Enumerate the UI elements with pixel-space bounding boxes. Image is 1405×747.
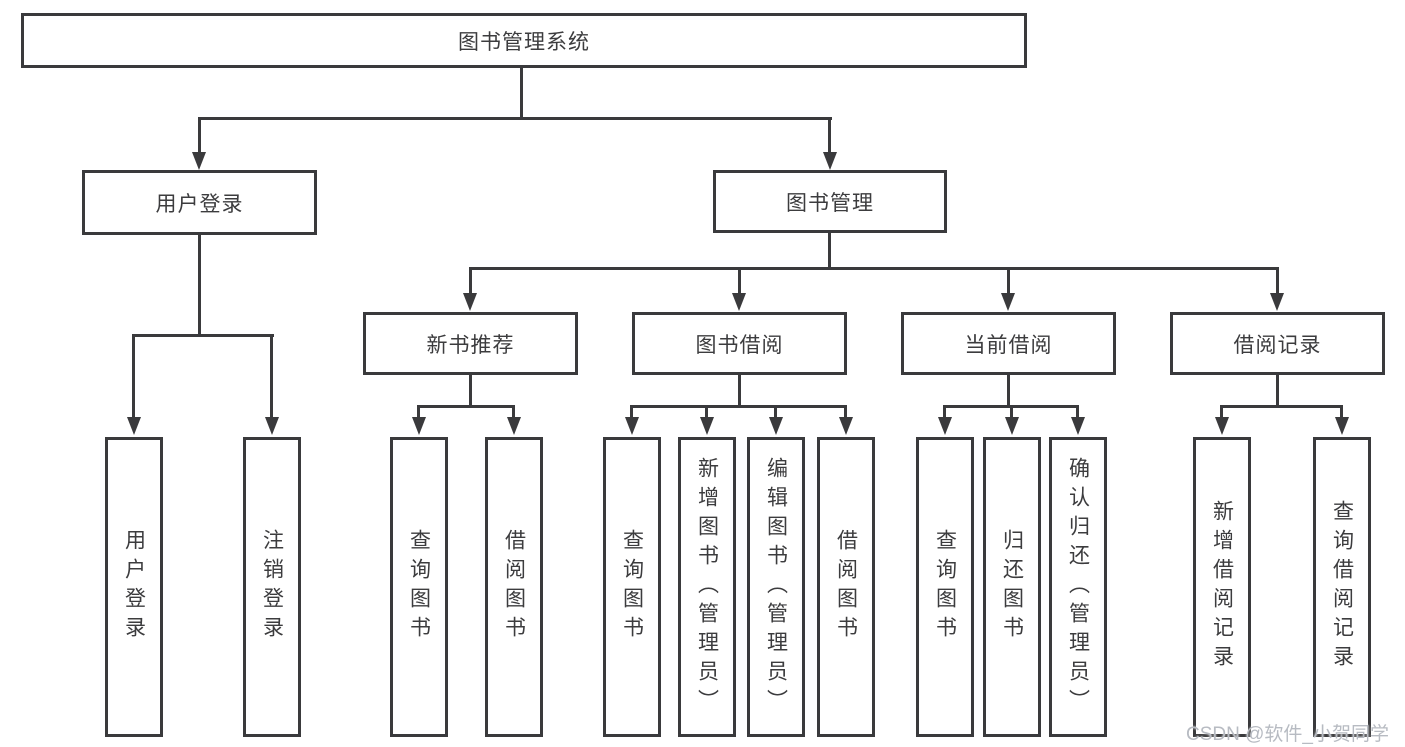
leaf-edit-books-admin: 编辑图书（管理员）: [747, 437, 805, 737]
connector-line: [417, 407, 420, 420]
connector-line: [198, 117, 832, 120]
node-label: 查询图书: [407, 529, 431, 645]
arrowhead-down-icon: [1001, 293, 1015, 311]
arrowhead-down-icon: [732, 293, 746, 311]
connector-line: [738, 373, 741, 407]
connector-line: [844, 407, 847, 420]
node-user-login: 用户登录: [82, 170, 317, 235]
arrowhead-down-icon: [839, 417, 853, 435]
connector-line: [1220, 407, 1223, 420]
leaf-borrow-books: 借阅图书: [817, 437, 875, 737]
node-label: 新书推荐: [426, 333, 515, 357]
node-label: 图书借阅: [695, 333, 784, 357]
leaf-add-borrow-record: 新增借阅记录: [1193, 437, 1251, 737]
node-label: 确认归还（管理员）: [1066, 456, 1090, 718]
arrowhead-down-icon: [127, 417, 141, 435]
arrowhead-down-icon: [700, 417, 714, 435]
leaf-return-books: 归还图书: [983, 437, 1041, 737]
arrowhead-down-icon: [265, 417, 279, 435]
leaf-query-books: 查询图书: [916, 437, 974, 737]
connector-line: [943, 407, 946, 420]
connector-line: [828, 231, 831, 270]
connector-line: [132, 336, 135, 420]
node-label: 借阅图书: [502, 529, 526, 645]
leaf-query-borrow-record: 查询借阅记录: [1313, 437, 1371, 737]
arrowhead-down-icon: [1270, 293, 1284, 311]
connector-line: [1340, 407, 1343, 420]
connector-line: [705, 407, 708, 420]
arrowhead-down-icon: [507, 417, 521, 435]
leaf-user-login: 用户登录: [105, 437, 163, 737]
connector-line: [943, 405, 1079, 408]
arrowhead-down-icon: [412, 417, 426, 435]
connector-line: [132, 334, 274, 337]
node-label: 归还图书: [1000, 529, 1024, 645]
connector-line: [520, 67, 523, 119]
node-new-book-recommend: 新书推荐: [363, 312, 578, 375]
arrowhead-down-icon: [823, 152, 837, 170]
node-label: 用户登录: [155, 192, 244, 216]
node-book-borrowing: 图书借阅: [632, 312, 847, 375]
connector-line: [1276, 373, 1279, 407]
leaf-query-books: 查询图书: [390, 437, 448, 737]
node-label: 新增借阅记录: [1210, 500, 1234, 674]
node-label: 当前借阅: [964, 333, 1053, 357]
node-book-management: 图书管理: [713, 170, 947, 233]
node-label: 查询图书: [620, 529, 644, 645]
connector-line: [198, 119, 201, 155]
node-library-management-system: 图书管理系统: [21, 13, 1027, 68]
node-label: 查询借阅记录: [1330, 500, 1354, 674]
connector-line: [1007, 269, 1010, 296]
node-label: 借阅图书: [834, 529, 858, 645]
arrowhead-down-icon: [1005, 417, 1019, 435]
connector-line: [1010, 407, 1013, 420]
node-label: 注销登录: [260, 529, 284, 645]
leaf-logout: 注销登录: [243, 437, 301, 737]
node-label: 用户登录: [122, 529, 146, 645]
connector-line: [828, 119, 831, 155]
node-label: 借阅记录: [1233, 333, 1322, 357]
arrowhead-down-icon: [1335, 417, 1349, 435]
leaf-borrow-books: 借阅图书: [485, 437, 543, 737]
connector-line: [469, 373, 472, 407]
connector-line: [270, 336, 273, 420]
node-label: 图书管理: [786, 191, 874, 215]
connector-line: [512, 407, 515, 420]
connector-line: [1220, 405, 1343, 408]
arrowhead-down-icon: [1071, 417, 1085, 435]
arrowhead-down-icon: [463, 293, 477, 311]
arrowhead-down-icon: [192, 152, 206, 170]
connector-line: [1276, 269, 1279, 296]
connector-line: [774, 407, 777, 420]
node-current-borrowing: 当前借阅: [901, 312, 1116, 375]
arrowhead-down-icon: [938, 417, 952, 435]
connector-line: [630, 407, 633, 420]
node-label: 图书管理系统: [458, 30, 590, 54]
leaf-confirm-return-admin: 确认归还（管理员）: [1049, 437, 1107, 737]
connector-line: [630, 405, 847, 408]
connector-line: [469, 269, 472, 296]
arrowhead-down-icon: [625, 417, 639, 435]
node-label: 新增图书（管理员）: [695, 456, 719, 718]
arrowhead-down-icon: [769, 417, 783, 435]
connector-line: [1007, 373, 1010, 407]
node-label: 查询图书: [933, 529, 957, 645]
arrowhead-down-icon: [1215, 417, 1229, 435]
leaf-query-books: 查询图书: [603, 437, 661, 737]
connector-line: [198, 233, 201, 336]
leaf-add-books-admin: 新增图书（管理员）: [678, 437, 736, 737]
csdn-watermark: CSDN @软件_小贺同学: [1186, 724, 1389, 745]
node-borrowing-records: 借阅记录: [1170, 312, 1385, 375]
connector-line: [1076, 407, 1079, 420]
connector-line: [417, 405, 515, 408]
connector-line: [469, 267, 1279, 270]
node-label: 编辑图书（管理员）: [764, 456, 788, 718]
connector-line: [738, 269, 741, 296]
